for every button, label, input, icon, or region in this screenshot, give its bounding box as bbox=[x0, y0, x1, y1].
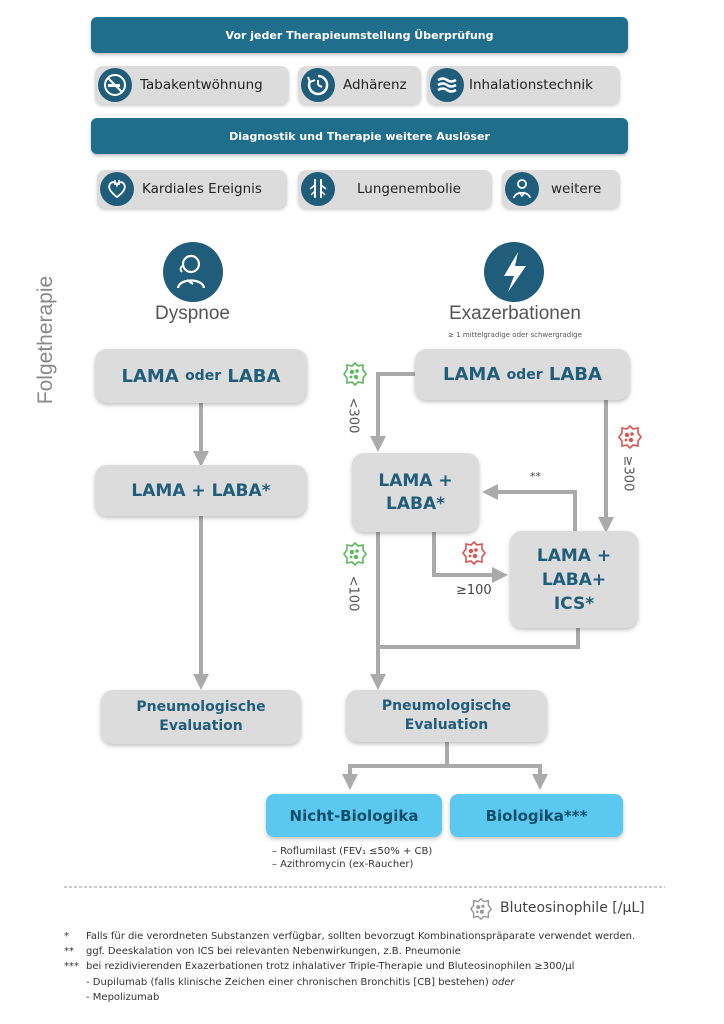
exazerbation-subtitle: ≥ 1 mittelgradige oder schwergradige bbox=[448, 331, 582, 339]
arrow-lt300 bbox=[370, 372, 416, 452]
threshold-ge300-wrap: ≥300 bbox=[613, 455, 643, 491]
trigger-banner: Diagnostik und Therapie weitere Auslöser bbox=[91, 118, 628, 154]
box-line: ICS* bbox=[553, 593, 595, 614]
eval-line: Evaluation bbox=[159, 718, 243, 734]
arrow-deescalation bbox=[482, 484, 577, 532]
step1-laba: LABA bbox=[227, 365, 281, 387]
check-item-tabak: Tabakentwöhnung bbox=[95, 66, 289, 104]
trigger-item-label: Lungenembolie bbox=[357, 181, 461, 197]
dyspnoe-title: Dyspnoe bbox=[155, 303, 230, 324]
footnote-text: ggf. Deeskalation von ICS bei relevanten… bbox=[86, 946, 461, 957]
dyspnoe-step1: LAMA oder LABA bbox=[95, 349, 307, 403]
footnote-mark: ** bbox=[64, 946, 74, 957]
footnote-mark: * bbox=[64, 931, 69, 942]
footnote-mark: *** bbox=[64, 961, 79, 972]
eosinophil-low-icon bbox=[343, 361, 367, 387]
dyspnoe-evaluation: Pneumologische Evaluation bbox=[101, 690, 301, 744]
threshold-ge100: ≥100 bbox=[456, 583, 492, 598]
footnote: * Falls für die verordneten Substanzen ve… bbox=[64, 931, 635, 942]
heart-icon bbox=[100, 172, 134, 206]
footnote-sub: - Dupilumab (falls klinische Zeichen ein… bbox=[86, 977, 515, 988]
lung-embolism-icon bbox=[301, 172, 335, 206]
check-item-adhaerenz: Adhärenz bbox=[298, 66, 421, 104]
box-line: LABA* bbox=[386, 493, 445, 514]
eosinophil-high-icon bbox=[462, 540, 486, 566]
exazerbation-title: Exazerbationen bbox=[448, 303, 582, 324]
check-item-inhalation: Inhalationstechnik bbox=[427, 66, 620, 104]
inhalation-icon bbox=[430, 68, 464, 102]
person-icon bbox=[505, 172, 539, 206]
footnote: ** ggf. Deeskalation von ICS bei relevant… bbox=[64, 946, 461, 957]
eval-line: Pneumologische bbox=[381, 698, 512, 714]
step1-or: oder bbox=[185, 368, 222, 384]
footnote-sub: - Mepolizumab bbox=[86, 992, 159, 1003]
eval-line: Pneumologische bbox=[136, 699, 266, 715]
nicht-biologika-box: Nicht-Biologika bbox=[266, 794, 442, 837]
footnote: *** bei rezidivierenden Exazerbationen tr… bbox=[64, 961, 574, 972]
trigger-item-label: Kardiales Ereignis bbox=[142, 181, 262, 197]
step1-laba: LABA bbox=[548, 364, 602, 385]
legend-label: Bluteosinophile [/µL] bbox=[500, 900, 645, 916]
dyspnoe-icon bbox=[163, 242, 223, 302]
eosinophil-high-icon bbox=[618, 424, 642, 450]
footnote-text: bei rezidivierenden Exazerbationen trotz… bbox=[86, 961, 575, 972]
eosinophil-low-icon bbox=[343, 541, 367, 567]
threshold-lt100-wrap: <100 bbox=[338, 575, 368, 611]
trigger-item-weitere: weitere bbox=[502, 170, 620, 208]
exazerbation-lama-laba: LAMA + LABA* bbox=[352, 453, 479, 532]
adherence-icon bbox=[301, 68, 335, 102]
arrow-ge100 bbox=[432, 532, 508, 583]
box-line: LABA+ bbox=[541, 569, 607, 590]
exazerbation-step1: LAMA oder LABA bbox=[415, 349, 630, 400]
box-line: LAMA + bbox=[378, 470, 453, 491]
step1-or: oder bbox=[506, 366, 543, 383]
biologika-box: Biologika*** bbox=[450, 794, 623, 837]
nicht-biologika-note-1: – Roflumilast (FEV₁ ≤50% + CB) bbox=[272, 846, 433, 857]
trigger-item-kardial: Kardiales Ereignis bbox=[97, 170, 287, 208]
eosinophil-legend-icon bbox=[469, 897, 493, 921]
box-line: LAMA + bbox=[536, 545, 612, 566]
footnote-text: - Dupilumab (falls klinische Zeichen ein… bbox=[86, 977, 489, 988]
step1-lama: LAMA bbox=[443, 364, 501, 385]
check-item-label: Adhärenz bbox=[343, 77, 407, 93]
line-ics-merge bbox=[378, 628, 580, 649]
trigger-item-label: weitere bbox=[551, 181, 602, 197]
threshold-lt300-wrap: <300 bbox=[338, 397, 368, 433]
check-item-label: Tabakentwöhnung bbox=[140, 77, 263, 93]
exazerbation-evaluation: Pneumologische Evaluation bbox=[346, 690, 547, 742]
arrow-nicht-biologika bbox=[342, 742, 449, 790]
footnote-text: - Mepolizumab bbox=[86, 992, 160, 1003]
threshold-ge300: ≥300 bbox=[620, 455, 636, 491]
deescalation-mark: ** bbox=[530, 470, 541, 483]
threshold-lt300: <300 bbox=[345, 397, 361, 433]
exazerbation-icon bbox=[484, 242, 544, 302]
dyspnoe-step2: LAMA + LABA* bbox=[95, 465, 307, 516]
review-banner: Vor jeder Therapieumstellung Überprüfung bbox=[91, 17, 628, 53]
no-smoking-icon bbox=[98, 68, 132, 102]
step1-lama: LAMA bbox=[121, 365, 179, 387]
trigger-item-lungenembolie: Lungenembolie bbox=[298, 170, 492, 208]
check-item-label: Inhalationstechnik bbox=[469, 77, 593, 93]
arrow-biologika bbox=[447, 764, 548, 790]
nicht-biologika-note-2: – Azithromycin (ex-Raucher) bbox=[272, 859, 414, 870]
footnote-italic: oder bbox=[491, 977, 515, 988]
footnote-text: Falls für die verordneten Substanzen ver… bbox=[86, 931, 636, 942]
eval-line: Evaluation bbox=[404, 717, 489, 733]
threshold-lt100: <100 bbox=[345, 575, 361, 611]
exazerbation-lama-laba-ics: LAMA + LABA+ ICS* bbox=[510, 531, 638, 628]
